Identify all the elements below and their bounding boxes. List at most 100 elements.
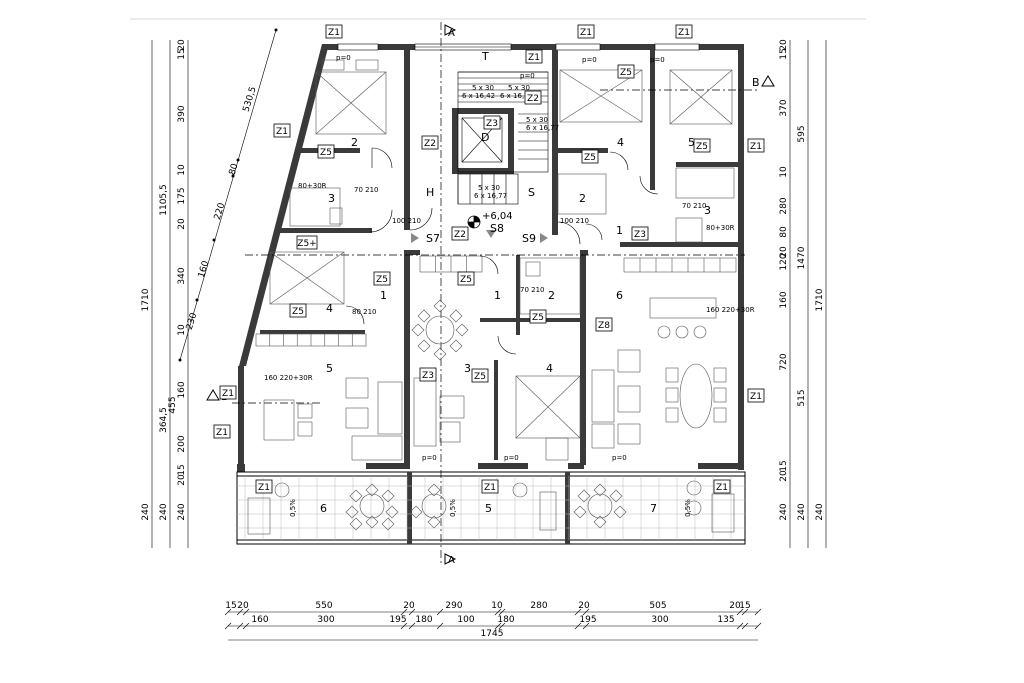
section-marker-b-right: B: [752, 75, 775, 89]
dim-bottom-1-7: 20: [578, 601, 590, 611]
stair-run-labels: 5 x 30 6 x 16,42 5 x 30 6 x 16,77 5 x 30…: [462, 84, 559, 200]
stair-run-8: 6 x 16,77: [474, 192, 507, 200]
dim-bottom-2-6: 195: [579, 615, 596, 625]
dimensions-left: 201539010175203401016015201105,5364,5240…: [141, 39, 189, 548]
room-label-right-5: 5: [688, 136, 695, 149]
dim-right-outer-0: 1710: [815, 288, 825, 311]
zone-tag-13: Z1: [747, 138, 765, 153]
dim-bottom-1-5: 10: [491, 601, 503, 611]
dim-right-outer-1: 240: [815, 503, 825, 520]
zone-tag-12: Z5: [693, 138, 711, 153]
dim-diag-1: 80: [228, 162, 241, 176]
zone-tag-21: Z8: [595, 317, 613, 332]
room-label-left-1: 1: [380, 289, 387, 302]
dim-right-mid-3: 240: [797, 503, 807, 520]
zone-tag-label: Z1: [750, 142, 762, 152]
dim-right-mid-1: 1470: [797, 246, 807, 269]
zone-tag-label: Z3: [422, 371, 434, 381]
zone-tag-label: Z2: [527, 94, 539, 104]
dim-bottom-2-8: 135: [717, 615, 734, 625]
interior-walls: [260, 50, 738, 465]
balconies: 0,5%0,5%0,5%: [236, 471, 746, 545]
elevation-label: +6,04: [482, 211, 513, 222]
dim-bottom-1-2: 550: [315, 601, 332, 611]
dim-bottom-1-1: 20: [237, 601, 249, 611]
zone-tag-16: Z3: [631, 226, 649, 241]
dim-left-inner-5: 20: [177, 218, 187, 230]
zone-tag-label: Z3: [486, 119, 498, 129]
zone-tag-label: Z1: [580, 28, 592, 38]
zone-tag-7: Z3: [483, 115, 501, 130]
zone-tag-label: Z1: [484, 483, 496, 493]
dim-left-extra-1: 200: [177, 435, 187, 452]
dim-bottom-1-0: 15: [225, 601, 236, 611]
zone-tag-label: Z1: [222, 389, 234, 399]
door-label-i: p=0: [422, 454, 437, 462]
door-label-k: p=0: [612, 454, 627, 462]
dim-bottom-2-7: 300: [651, 615, 668, 625]
furniture: [247, 59, 737, 535]
zone-tag-label: Z5: [620, 68, 632, 78]
section-b-right-label: B: [752, 76, 760, 89]
dim-left-inner-1: 15: [177, 48, 187, 59]
dim-right-inner-12: 240: [779, 503, 789, 520]
dim-bottom-2-4: 100: [457, 615, 474, 625]
room-label-right-1: 1: [616, 224, 623, 237]
room-label-left-6: 6: [320, 502, 327, 515]
section-a-top-label: A: [448, 28, 455, 39]
dim-left-inner-8: 160: [177, 381, 187, 398]
zone-tag-22: Z3: [419, 367, 437, 382]
zone-tag-label: Z5: [532, 313, 544, 323]
zone-tag-10: Z5: [317, 144, 335, 159]
section-a-bottom-label: A: [448, 555, 455, 566]
room-label-h: H: [426, 186, 434, 199]
section-marker-a-bottom: A: [444, 553, 457, 566]
zone-tag-1: Z1: [325, 24, 343, 39]
dim-right-inner-3: 10: [779, 166, 789, 178]
room-label-mid-5: 5: [485, 502, 492, 515]
room-label-right-4: 4: [617, 136, 624, 149]
dim-left-inner-0: 20: [177, 39, 187, 51]
room-label-right-3: 3: [704, 204, 711, 217]
dim-left-outer-1: 240: [141, 503, 151, 520]
dim-left-extra-0: 455: [168, 396, 178, 413]
room-labels: T H D S S7 S8 S9 2 3 4 1 5 6 1 2 3 4 5 4…: [320, 50, 711, 515]
room-label-left-3: 3: [328, 192, 335, 205]
dim-bottom-2-2: 195: [389, 615, 406, 625]
zone-tag-8: Z1: [675, 24, 693, 39]
dim-bottom-1-10: 15: [739, 601, 750, 611]
door-label-d: 70 210: [520, 286, 545, 294]
zone-tag-28: Z1: [481, 479, 499, 494]
doors: [345, 147, 659, 355]
zone-tag-18: Z5: [457, 271, 475, 286]
dim-left-inner-7: 10: [177, 324, 187, 336]
room-label-s9: S9: [522, 232, 536, 245]
room-label-s8: S8: [490, 222, 504, 235]
door-label-o: p=0: [650, 56, 665, 64]
zone-tag-label: Z2: [424, 139, 436, 149]
zone-tag-label: Z5: [474, 372, 486, 382]
dim-right-inner-5: 80: [779, 226, 789, 238]
dim-diag-3: 160: [197, 259, 212, 279]
zone-tag-20: Z5: [529, 309, 547, 324]
dim-left-inner-6: 340: [177, 267, 187, 284]
dim-left-inner-4: 175: [177, 187, 187, 204]
slope-label-1: 0,5%: [289, 499, 297, 517]
stair-run-6: 6 x 16,77: [526, 124, 559, 132]
zone-tag-label: Z5: [584, 153, 596, 163]
zone-tag-23: Z5: [471, 368, 489, 383]
zone-tag-label: Z5: [292, 307, 304, 317]
dim-bottom-1-8: 505: [649, 601, 666, 611]
dimensions-right: 2015370102808020120160720152024059514705…: [779, 39, 827, 548]
zone-tag-label: Z5: [376, 275, 388, 285]
slope-label-2: 0,5%: [449, 499, 457, 517]
exterior-walls: [237, 44, 744, 472]
dim-right-inner-0: 20: [779, 39, 789, 51]
zone-tag-3: Z1: [577, 24, 595, 39]
dim-right-inner-1: 15: [779, 48, 789, 59]
door-label-a: 100 210: [392, 217, 421, 225]
stair-run-1: 5 x 30: [472, 84, 494, 92]
door-label-c: 70 210: [354, 186, 379, 194]
stair-run-5: 5 x 30: [526, 116, 548, 124]
